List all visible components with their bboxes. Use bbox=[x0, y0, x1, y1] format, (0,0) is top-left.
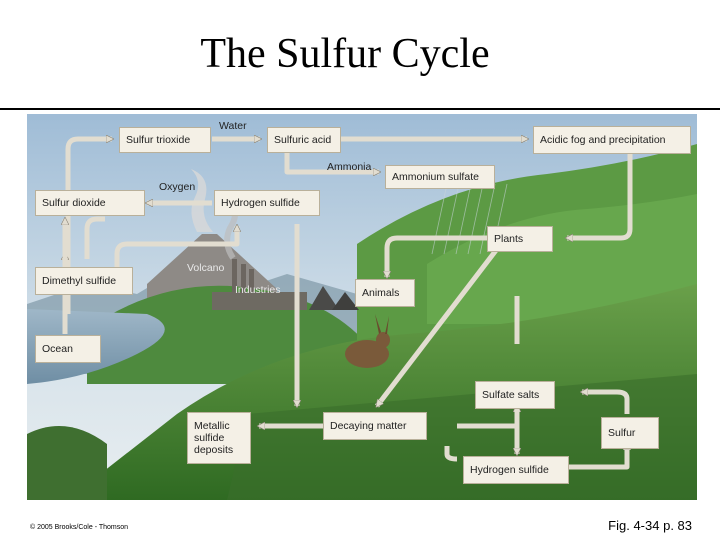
box-ocean: Ocean bbox=[35, 335, 101, 363]
label-oxygen: Oxygen bbox=[159, 181, 196, 193]
metallic-line-1: Metallic bbox=[194, 420, 230, 432]
factory bbox=[212, 292, 307, 310]
coal-pile-2 bbox=[332, 292, 359, 310]
arrow-dms-loop bbox=[84, 216, 105, 259]
box-sulfuric-acid: Sulfuric acid bbox=[267, 127, 341, 153]
label-ammonia: Ammonia bbox=[327, 161, 372, 173]
box-sulfur: Sulfur bbox=[601, 417, 659, 449]
box-ammonium-sulfate: Ammonium sulfate bbox=[385, 165, 495, 189]
arrow-h2s-to-sulfur bbox=[557, 444, 627, 470]
box-acidic-fog: Acidic fog and precipitation bbox=[533, 126, 691, 154]
slide-title: The Sulfur Cycle bbox=[200, 31, 490, 77]
figure-reference: Fig. 4-34 p. 83 bbox=[608, 518, 692, 533]
box-hydrogen-sulfide-top: Hydrogen sulfide bbox=[214, 190, 320, 216]
arrow-plants-to-decay bbox=[375, 247, 499, 406]
arrow-sulfur-to-salts bbox=[582, 392, 630, 414]
coal-pile-1 bbox=[309, 286, 339, 310]
smokestack-1 bbox=[232, 259, 237, 304]
box-decaying-matter: Decaying matter bbox=[323, 412, 427, 440]
box-hydrogen-sulfide-bottom: Hydrogen sulfide bbox=[463, 456, 569, 484]
box-animals: Animals bbox=[355, 279, 415, 307]
arrow-volcano-to-h2s bbox=[114, 226, 237, 279]
arrow-fog-to-plants bbox=[567, 152, 633, 238]
box-dimethyl-sulfide: Dimethyl sulfide bbox=[35, 267, 133, 295]
left-shrubs bbox=[27, 426, 107, 500]
box-metallic-sulfide-deposits: Metallic sulfide deposits bbox=[187, 412, 251, 464]
arrow-plants-to-animals bbox=[387, 235, 487, 277]
box-sulfur-trioxide: Sulfur trioxide bbox=[119, 127, 211, 153]
label-volcano: Volcano bbox=[187, 262, 225, 274]
title-divider bbox=[0, 108, 720, 110]
metallic-line-3: deposits bbox=[194, 444, 234, 456]
smokestack-2 bbox=[241, 264, 246, 304]
metallic-line-2: sulfide bbox=[194, 432, 225, 444]
cycle-arrows bbox=[65, 139, 633, 470]
sulfur-cycle-figure: Sulfur trioxide Sulfuric acid Acidic fog… bbox=[27, 114, 697, 500]
label-water: Water bbox=[219, 120, 247, 132]
arrow-sulfuric-to-ammonium bbox=[284, 152, 379, 172]
box-sulfur-dioxide: Sulfur dioxide bbox=[35, 190, 145, 216]
copyright-notice: © 2005 Brooks/Cole - Thomson bbox=[30, 524, 129, 531]
rabbit bbox=[345, 340, 389, 368]
rain bbox=[431, 183, 508, 255]
box-sulfate-salts: Sulfate salts bbox=[475, 381, 555, 409]
arrow-dioxide-to-trioxide bbox=[65, 139, 112, 314]
box-plants: Plants bbox=[487, 226, 553, 252]
smokestack-3 bbox=[249, 269, 254, 304]
label-industries: Industries bbox=[235, 284, 281, 296]
arrow-decay-to-h2s-bottom bbox=[444, 446, 458, 462]
